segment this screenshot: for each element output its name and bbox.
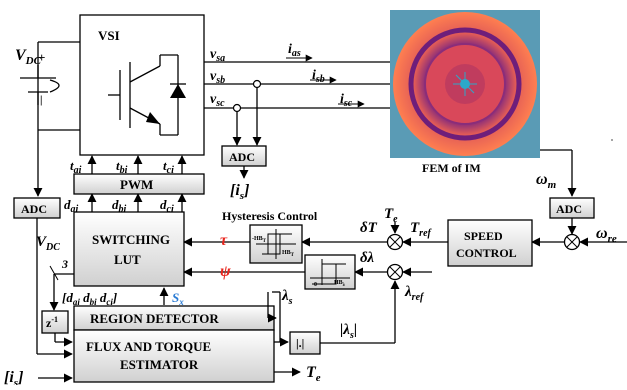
speed-control-line1: SPEED	[464, 229, 503, 243]
vsi-label: VSI	[98, 28, 120, 43]
minus-sign: |	[40, 94, 42, 106]
switching-lut-block: SWITCHING LUT	[73, 211, 185, 287]
psi-label: ψ	[220, 263, 231, 280]
speed-control-block: SPEED CONTROL Tref	[402, 219, 533, 267]
tai-label: tai	[70, 158, 82, 176]
abs-lambda-label: |λs|	[340, 322, 357, 341]
abs-block	[289, 331, 321, 355]
tau-label: τ	[220, 232, 228, 249]
region-detector-label: REGION DETECTOR	[90, 311, 219, 326]
hb-t-neg-label: -HBT	[252, 236, 267, 244]
transistor-arrow-icon	[146, 112, 160, 124]
delta-lambda-label: δλ	[360, 250, 374, 266]
estimator-line1: FLUX AND TORQUE	[86, 339, 211, 354]
flux-hysteresis-block: 0 HBλ ψ	[183, 254, 356, 290]
vsc-label: vsc	[210, 92, 225, 109]
delta-t-label: δT	[360, 220, 378, 236]
flux-magnitude-path: λs |.| |λs|	[267, 288, 396, 355]
tci-label: tci	[163, 158, 174, 176]
d-vector-label: [dai dbi dci]	[62, 290, 117, 307]
adc-dc-block: ADC VDC	[13, 130, 73, 359]
diode-icon	[170, 84, 186, 98]
z-inverse-label: z-1	[46, 315, 58, 330]
te-out-label: Te	[306, 364, 321, 384]
delay-path: 3 z-1 [dai dbi dci] Sx	[41, 257, 184, 347]
dai-label: dai	[64, 197, 79, 215]
estimator-line2: ESTIMATOR	[120, 357, 199, 372]
abs-block-label: |.|	[296, 336, 304, 350]
isc-label: isc	[340, 92, 353, 109]
vsb-label: vsb	[210, 69, 225, 86]
omega-ref-label: ωre	[596, 225, 617, 245]
lambda-ref-label: λref	[404, 284, 425, 303]
dc-source: + | VDC	[15, 41, 80, 131]
vsi-block: VSI	[79, 14, 205, 156]
tbi-label: tbi	[116, 158, 128, 176]
lambda-s-label: λs	[281, 288, 293, 307]
bottom-io: [is] Te	[4, 364, 321, 389]
flux-sum-junction: λref δλ	[354, 250, 432, 338]
vsa-label: vsa	[210, 47, 225, 64]
switching-line2: LUT	[114, 252, 141, 267]
hb-t-pos-label: HBT	[282, 250, 295, 258]
t-ref-label: Tref	[410, 220, 433, 239]
ias-label: ias	[288, 42, 301, 59]
isb-label: isb	[312, 68, 325, 85]
is-bottom-label: [is]	[4, 369, 23, 385]
omega-m-label: ωm	[536, 171, 557, 191]
is-bracket-label: [is]	[230, 182, 249, 202]
adc-current-block: ADC [is]	[221, 145, 267, 202]
torque-hysteresis-block: Hysteresis Control -HBT HBT τ	[183, 209, 318, 264]
stray-dot	[611, 139, 613, 141]
adc-speed-label: ADC	[556, 202, 582, 216]
adc-dc-label: ADC	[21, 202, 47, 216]
torque-sum-junction: Te δT	[301, 206, 404, 251]
adc-current-label: ADC	[229, 150, 255, 164]
hb-l-zero-label: 0	[314, 282, 317, 288]
dci-label: dci	[160, 197, 174, 215]
te-in-label: Te	[384, 206, 398, 225]
hysteresis-label: Hysteresis Control	[222, 209, 318, 223]
fem-motor-image: FEM of IM	[390, 10, 540, 175]
pwm-label: PWM	[120, 177, 153, 192]
speed-feedback-path: ωm ADC ωre	[531, 149, 627, 251]
fem-label: FEM of IM	[422, 161, 481, 175]
dbi-label: dbi	[112, 197, 127, 215]
vdc-bottom-label: VDC	[36, 234, 60, 253]
bus-width-label: 3	[61, 257, 68, 271]
speed-control-line2: CONTROL	[456, 246, 517, 260]
sx-label: Sx	[172, 290, 184, 307]
pwm-block: PWM tai tbi tci dai dbi dci	[64, 155, 205, 215]
estimator-block: REGION DETECTOR FLUX AND TORQUE ESTIMATO…	[73, 305, 275, 383]
phase-lines: vsa vsb vsc ias isb isc	[204, 42, 390, 146]
switching-line1: SWITCHING	[92, 232, 170, 247]
vdc-top-label: VDC	[15, 47, 42, 67]
plus-sign: +	[38, 50, 45, 65]
hb-l-pos-label: HBλ	[334, 280, 346, 288]
